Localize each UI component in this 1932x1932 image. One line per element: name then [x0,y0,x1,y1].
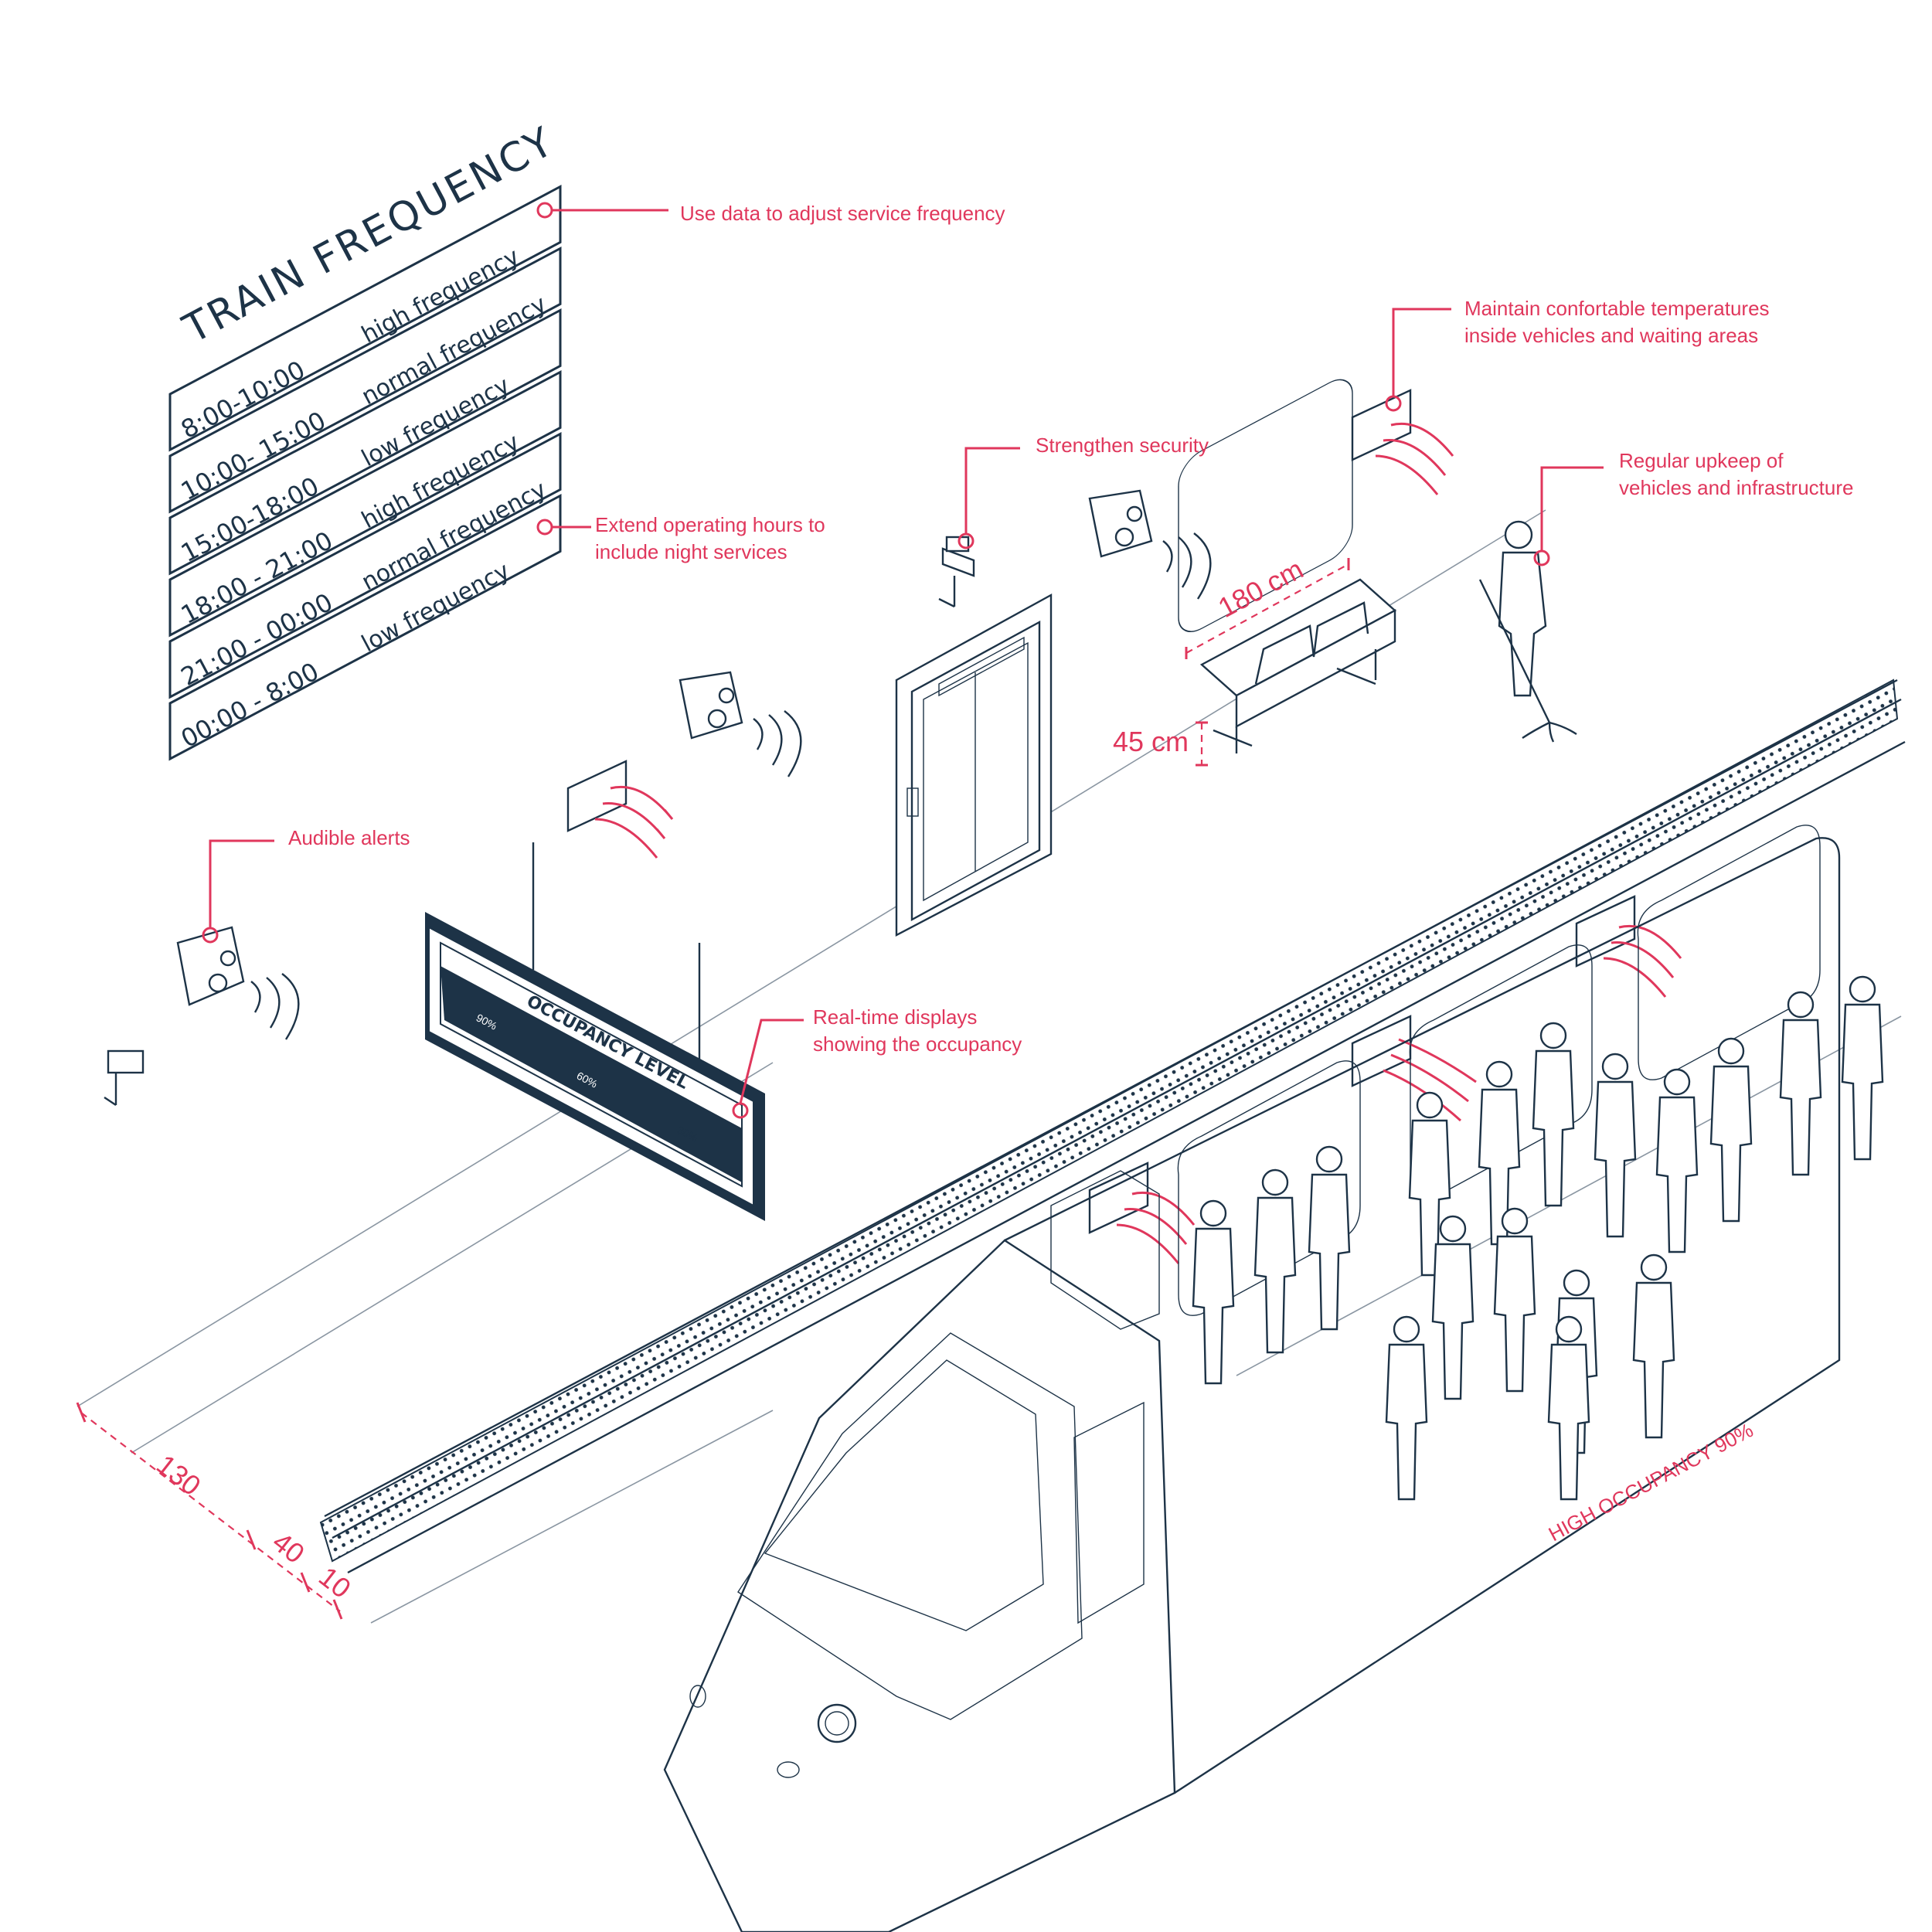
passenger-head [1555,1315,1583,1343]
camera-icon [104,1049,145,1106]
passenger-body [1308,1173,1351,1331]
annotation-texts: Use data to adjust service frequency Mai… [288,202,1853,1056]
schedule-row-frame [168,369,562,638]
vent-icon [566,760,674,859]
occupancy-display: OCCUPANCY LEVEL 90% 60% 30% [425,842,765,1221]
passenger-body [1547,1343,1590,1501]
schedule-row-frame [168,184,562,452]
passenger-head [1640,1253,1668,1281]
passenger-body [1253,1196,1297,1354]
passenger-head [1199,1199,1227,1227]
passenger-body [1532,1049,1575,1207]
passenger-head [1787,991,1815,1019]
schedule-row-frame [168,308,562,576]
bench-height: 45 cm [1113,726,1189,757]
vent-icon [1351,389,1454,495]
bench [1199,578,1397,753]
passenger-body [1841,1003,1884,1161]
passenger-head [1501,1207,1529,1235]
annotation-temperature-2: inside vehicles and waiting areas [1464,324,1758,347]
elevator [895,593,1053,937]
passenger-body [1632,1281,1675,1439]
speaker-icon [1088,489,1212,600]
annotation-upkeep-2: vehicles and infrastructure [1619,476,1853,499]
annotation-display-2: showing the occupancy [813,1032,1022,1056]
cleaning-staff [1478,520,1577,743]
platform-dimensions: 130 40 10 [76,1402,357,1620]
passenger-head [1717,1037,1745,1065]
passenger-body [1385,1343,1428,1501]
speaker-icon [176,926,300,1040]
passengers [1192,975,1884,1501]
vent-icon [1351,1015,1477,1122]
annotation-night-2: include night services [595,540,787,563]
passenger-body [1709,1065,1753,1223]
passenger-head [1393,1315,1420,1343]
passenger-body [1655,1096,1699,1253]
passenger-body [1493,1235,1536,1393]
train [663,379,1841,1932]
camera-icon [938,536,975,608]
vent-icon [1088,1162,1196,1264]
passenger-head [1849,975,1876,1003]
annotation-leaders [202,202,1604,1119]
passenger-head [1416,1091,1444,1119]
schedule-row-frame [168,493,562,761]
annotation-security: Strengthen security [1036,434,1209,457]
tactile-paving-strip [319,679,1899,1563]
passenger-head [1261,1168,1289,1196]
passenger-head [1563,1269,1590,1297]
annotation-audible: Audible alerts [288,826,410,849]
passenger-head [1439,1215,1467,1243]
passenger-head [1315,1145,1343,1173]
platform-dimension-10: 10 [313,1560,357,1604]
passenger-head [1601,1053,1629,1080]
passenger-body [1779,1019,1822,1176]
passenger-head [1485,1060,1513,1088]
passenger-body [1594,1080,1637,1238]
passenger-head [1539,1022,1567,1049]
platform-dimension-40: 40 [267,1526,311,1570]
annotation-service-frequency: Use data to adjust service frequency [680,202,1005,225]
platform-dimension-130: 130 [151,1448,207,1502]
annotation-temperature-1: Maintain confortable temperatures [1464,297,1770,320]
passenger-body [1192,1227,1235,1385]
annotation-display-1: Real-time displays [813,1005,977,1029]
passenger-head [1663,1068,1691,1096]
speaker-icon [679,671,802,777]
schedule-row-frame [168,431,562,699]
vent-icon [1575,895,1682,998]
annotation-upkeep-1: Regular upkeep of [1619,449,1784,472]
annotation-night-1: Extend operating hours to [595,513,825,536]
passenger-body [1431,1243,1475,1400]
bench-length: 180 cm [1213,553,1308,624]
schedule-row-frame [168,246,562,514]
